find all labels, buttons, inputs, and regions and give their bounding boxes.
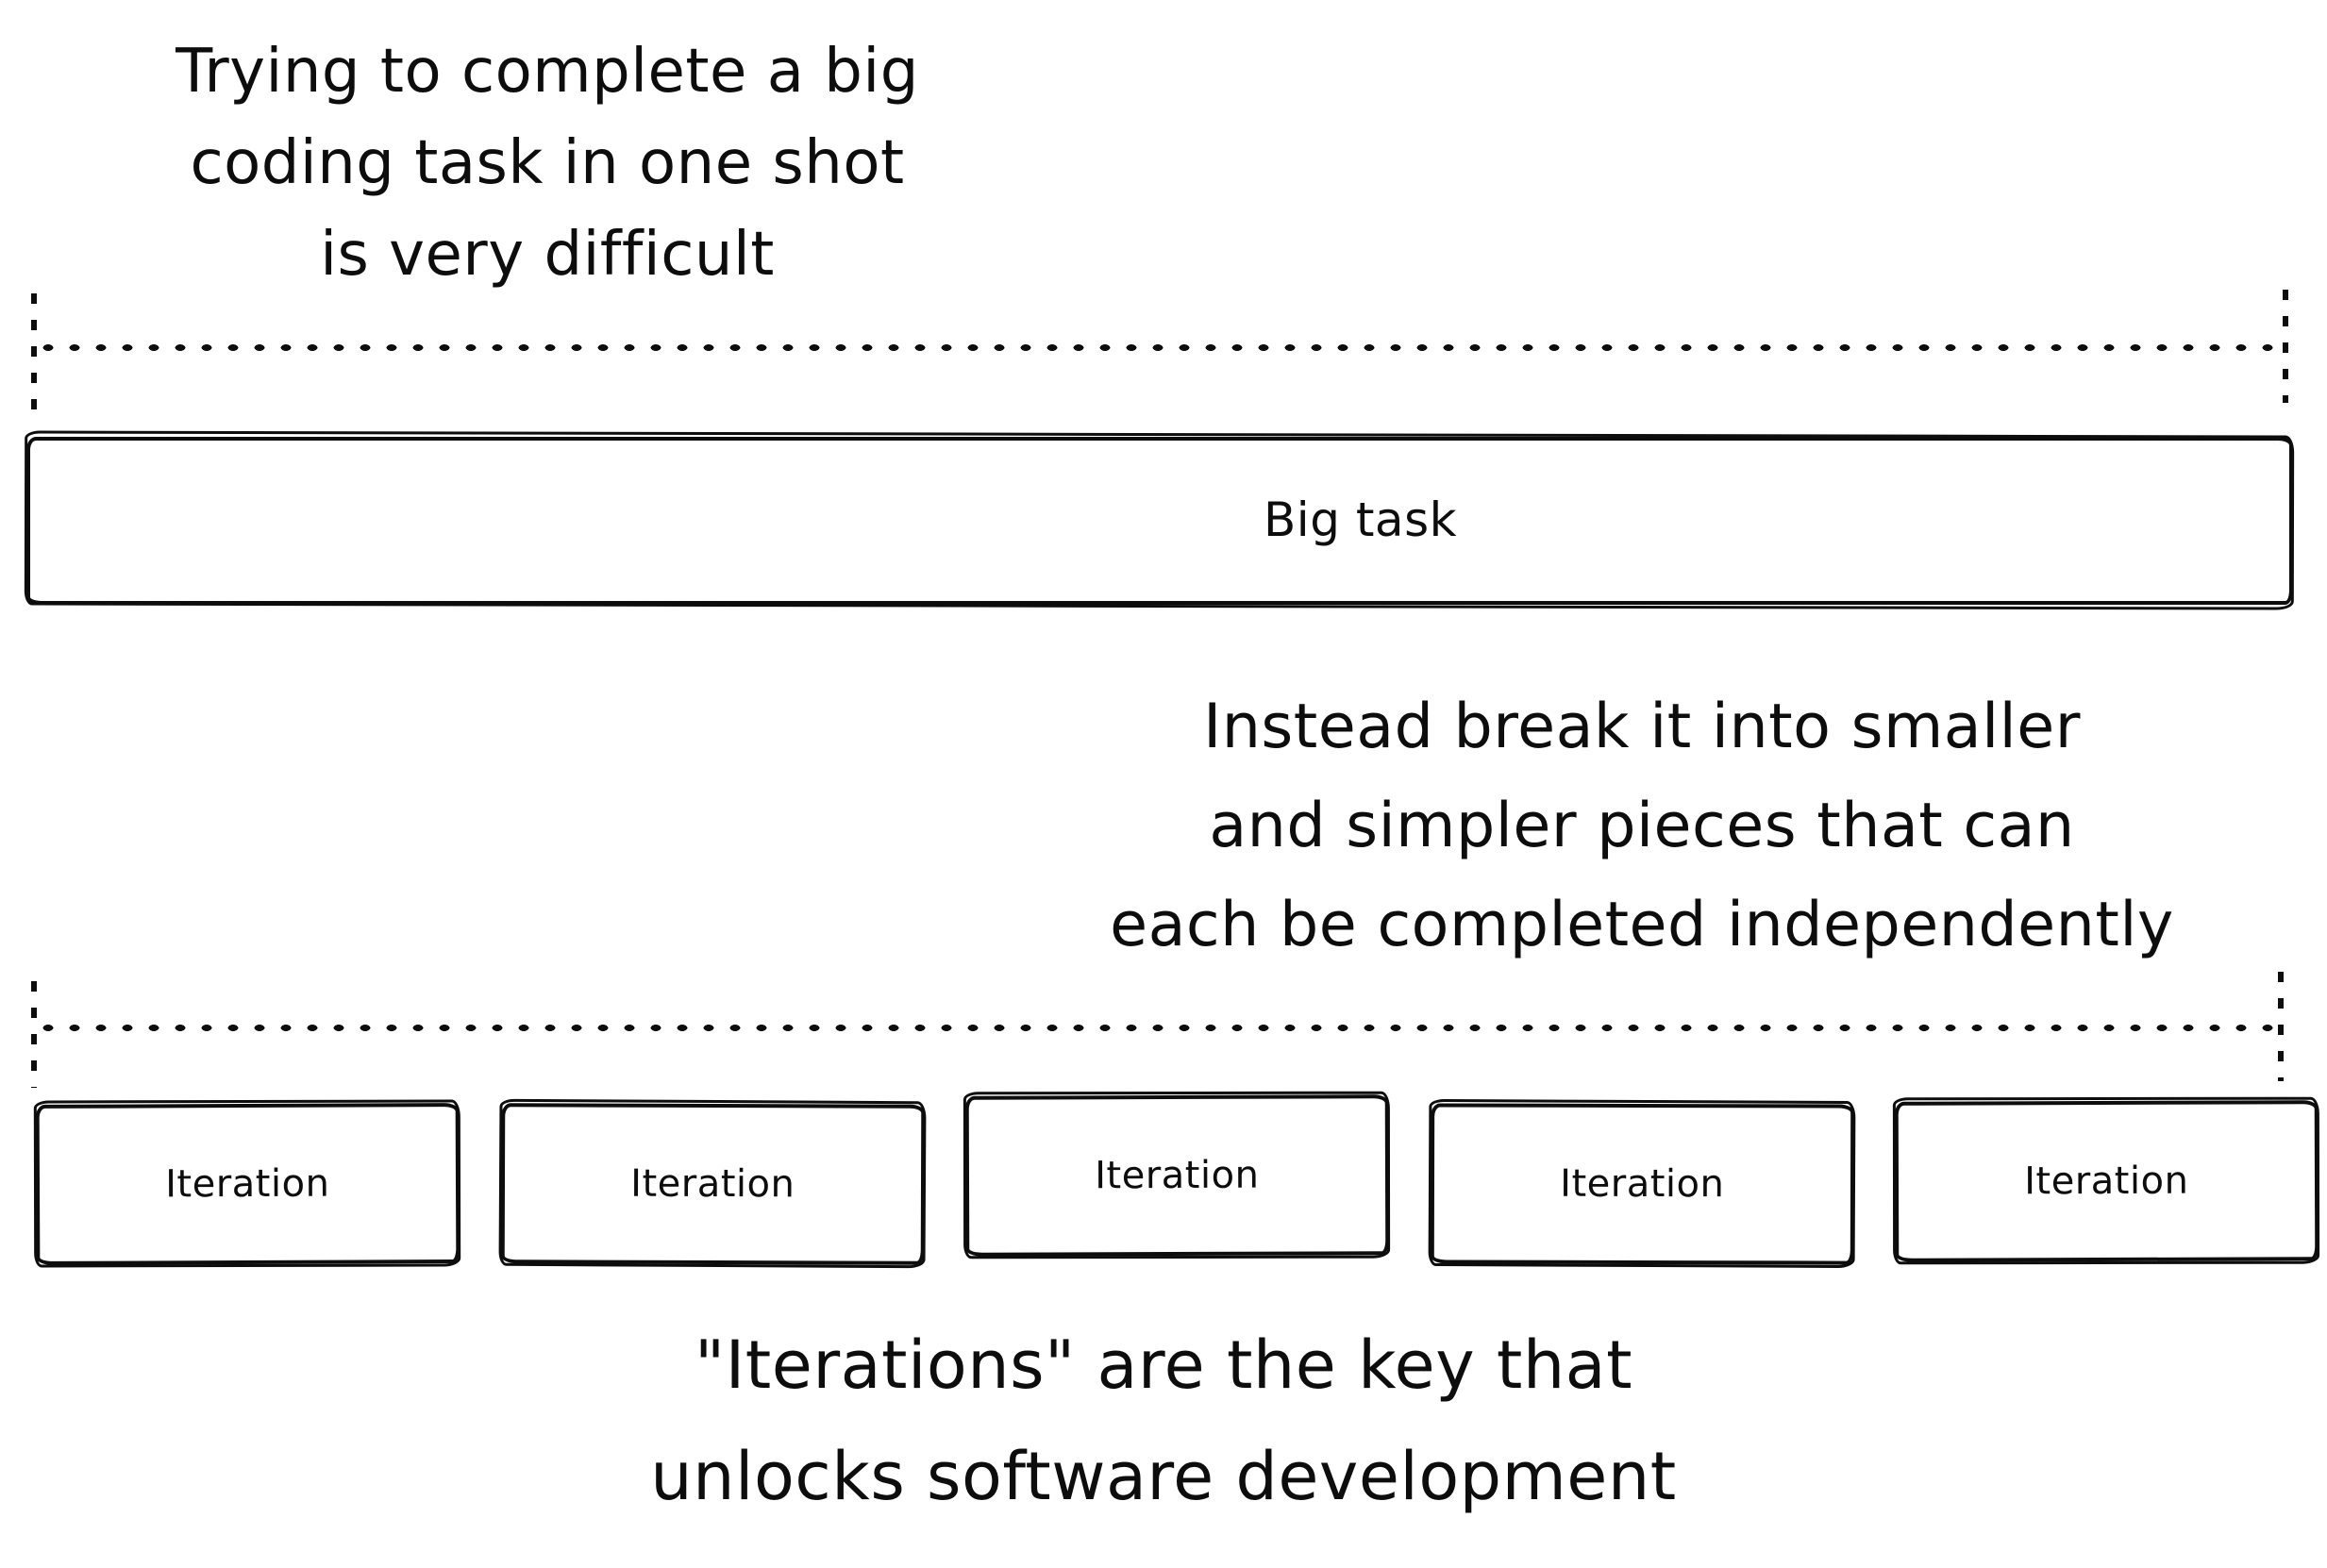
iterations-extent-dotted-line <box>35 1024 2283 1032</box>
big-task-extent-right-tick <box>2283 290 2288 403</box>
big-task-extent-dotted-line <box>35 343 2286 352</box>
middle-note-line-2: and simpler pieces that can <box>1209 791 2075 861</box>
iteration-box-5: Iteration <box>1895 1100 2319 1262</box>
bottom-note-line-1: "Iterations" are the key that <box>694 1326 1633 1404</box>
iteration-box-1: Iteration <box>35 1103 460 1265</box>
big-task-extent-left-tick <box>31 293 37 418</box>
bottom-note-line-2: unlocks software development <box>650 1438 1677 1515</box>
middle-note-line-1: Instead break it into smaller <box>1203 692 2081 762</box>
big-task-label: Big task <box>1264 492 1458 547</box>
iterations-extent-left-tick <box>31 981 37 1088</box>
iteration-label: Iteration <box>2024 1159 2189 1204</box>
top-note-line-3: is very difficult <box>320 220 775 290</box>
iteration-box-3: Iteration <box>964 1094 1390 1257</box>
top-note: Trying to complete a big coding task in … <box>28 26 1066 301</box>
middle-note: Instead break it into smaller and simple… <box>963 677 2321 975</box>
iteration-label: Iteration <box>165 1161 330 1207</box>
bottom-note: "Iterations" are the key that unlocks so… <box>427 1309 1900 1532</box>
iteration-box-4: Iteration <box>1430 1103 1854 1265</box>
big-task-box: Big task <box>26 437 2293 605</box>
iteration-box-2: Iteration <box>500 1103 925 1265</box>
top-note-line-1: Trying to complete a big <box>176 37 919 107</box>
iterations-row: Iteration Iteration Iteration Iteration … <box>35 1094 2319 1265</box>
iteration-label: Iteration <box>1095 1153 1260 1198</box>
top-note-line-2: coding task in one shot <box>190 128 905 198</box>
middle-note-line-3: each be completed independently <box>1110 890 2174 960</box>
iteration-label: Iteration <box>1559 1161 1725 1207</box>
iteration-label: Iteration <box>629 1161 795 1207</box>
iterations-extent-right-tick <box>2278 972 2284 1081</box>
